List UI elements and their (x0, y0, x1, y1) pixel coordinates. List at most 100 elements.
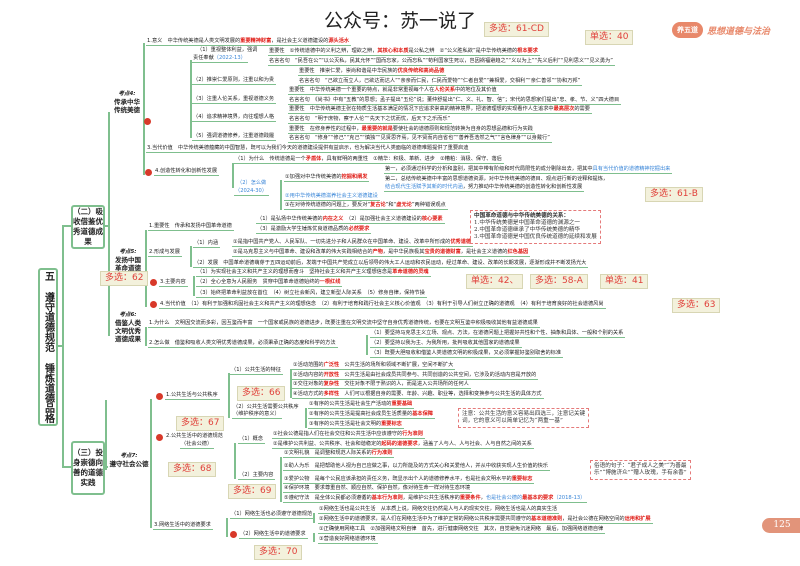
point-7: 考点7:遵守社会公德 (108, 452, 150, 468)
highlight-text: 开放性 (323, 372, 340, 378)
line-connotation-2: ②是马克思主义与中国革命、建设和改革的伟大实践相结合的产物，是中华民族极其宝贵的… (232, 249, 531, 257)
highlight-text: 重要条件 (459, 495, 481, 501)
text-segment: ④活动方式的 (293, 391, 324, 397)
highlight-text: 优秀道德 (450, 239, 472, 245)
connector (143, 43, 145, 175)
line-why: （1）为什么 传统道德是一个矛盾体，具有鲜明的两重性 ①精华：积极、革新、进步 … (234, 156, 504, 164)
point-4: 考点4:传承中华传统美德 (112, 90, 142, 114)
line-feature-4: ④活动方式的多样性 人们可以根据自身的需要、年龄、兴趣、职业等，选择和变换参与公… (292, 391, 544, 399)
logo-seal-icon: 养五道 (672, 22, 703, 38)
line-main-contents: （2）主要内容 (238, 472, 276, 480)
text-segment: ，是社会主义道德建设的 (271, 38, 329, 44)
text-segment: 中的地位及其价值 (455, 87, 497, 93)
exam-badge: 多选：61-CD (484, 22, 549, 37)
line-quotes: 名言名句 《尚书》中有“五教”的思想；孟子提出“五伦”说；董仲舒提出“仁、义、礼… (288, 97, 622, 105)
highlight-text: 优良传统和高尚品德 (397, 68, 445, 74)
line-main-content: 3.主要内容 (159, 279, 188, 287)
line-importance: 重要性 ①传统道德中的义利之辨，理欲之辨，其核心和本质是公私之辨 ②“公义胜私欲… (268, 48, 540, 56)
line-public-life: 1.公共生活与公共秩序 (165, 392, 220, 400)
text-segment: （3）注重人伦关系，重视道德义务 (193, 96, 275, 102)
line-quotes: 名言名句 “民吾在公”“以公灭私，民其允怀”“国而忘家，公而忘私”“苟利国家生死… (268, 58, 615, 66)
highlight-text: 虚无论 (396, 202, 412, 208)
line-features: （1）公共生活的特征 (230, 367, 283, 375)
exam-badge: 多选：67 (176, 416, 225, 431)
highlight-text: 挖掘和阐发 (341, 174, 368, 180)
text-segment: ①社会公德是指人们在社会交往和公共生活中应该遵守的 (273, 431, 403, 437)
line-feature-3: ③交往对象的复杂性 交往对象不限于熟识的人，而是进入公共场所的任何人 (292, 381, 471, 389)
key-point-icon (156, 393, 163, 400)
line-order-3: ③有序的公共生活是社会文明的重要标志 (308, 421, 404, 429)
connector (305, 408, 307, 428)
text-segment: 重要性 中华传统美德主张在物质生活基本满足的情况下应追求崇高的精神境界，把道德理… (289, 106, 554, 112)
line-excavate: ①加强对中华传统美德的挖掘和阐发 (284, 174, 370, 182)
text-segment: （2）全心全意为人民服务 贯穿中国革命道德始终的 (197, 279, 320, 285)
text-segment: （1）内涵 (194, 240, 219, 246)
key-point-icon (145, 169, 152, 176)
connector (62, 225, 72, 227)
chapter-root-box: 五 遵守道德规范 锤炼道德品格 (38, 268, 58, 426)
line-development: （2）发展 中国革命道德萌芽于五四运动前后，发端于中国共产党成立以后领导的伟大工… (193, 260, 589, 268)
line-contemporary-value: 3.当代价值 中华传统美德蕴藏的中国智慧，既可以为我们今天的道德建设提供有益启示… (146, 145, 471, 153)
text-segment: 名言名句 《尚书》中有“五教”的思想；孟子提出“五伦”说；董仲舒提出“仁、义、礼… (289, 97, 620, 103)
text-segment: ”和“ (385, 202, 397, 208)
text-segment: 第二，总结传统美德中丰富的思想道德资源，对中华传统美德的德目、观点进行新的诠释和… (385, 176, 609, 182)
page-title: 公众号：苏一说了 (323, 10, 476, 32)
highlight-text: 其核心和本质 (377, 48, 409, 54)
text-segment: ③爱护公物 是每个公民应该承担的责任义务，既显示出个人的道德修养水平，也是社会文… (284, 476, 512, 482)
highlight-text: 基本行为准则 (371, 495, 403, 501)
text-segment: ⑤遵纪守法 是全体公民都必须遵循的 (284, 495, 372, 501)
line-net-norms: （1）网络生活也必须遵守道德规范 (230, 511, 315, 519)
line-meaning: 1.意义 中华传统美德是人类文明发展的重要精神财富，是社会主义道德建设的源头活水 (146, 38, 352, 46)
exam-badge: 多选：58-A (530, 274, 588, 289)
line-spirit-1a: （1）重视整体利益，强调 (196, 47, 259, 54)
point-5: 考点5:发扬中国革命道德 (112, 248, 144, 272)
text-segment: ，努力推动中华传统美德的创造性转化和创新性发展 (462, 184, 583, 190)
highlight-text: 运用和扩展 (624, 516, 651, 522)
note-line: 3.中国革命道德是中国优良传统道德的延续和发展 (474, 234, 597, 240)
highlight-text: 重要标志 (381, 421, 402, 427)
text-segment: 是公私之辨 ②“公义胜私欲”是中华传统美德的 (408, 48, 518, 54)
text-segment: （1）是弘扬中华传统美德的 (257, 216, 323, 222)
point-label: 传承中华传统美德 (114, 98, 140, 114)
highlight-text: 人伦关系 (434, 87, 456, 93)
text-segment: （2）要坚持以我为主、为我所用，批判吸收其他国家的道德成果 (371, 340, 520, 346)
note-line: 1.中华传统美德是中国革命道德的渊源之一 (474, 220, 581, 226)
line-how-year: （2024-30） (234, 188, 270, 196)
highlight-text: 最重要的就是 (361, 126, 393, 132)
line-spirit-1b: 责任奉献（2022-13） (192, 55, 248, 63)
line-rev-importance: 1.重要性 传承和发扬中国革命道德 (148, 223, 234, 231)
note-line: 2.中国革命道德继承了中华传统美德的精华 (474, 227, 581, 233)
text-segment: （4）追求精神境界，向往理想人格 (193, 114, 275, 120)
connector (228, 373, 230, 418)
note-proverbs: 俗语的句子：“君子成人之美”“为善最 乐”“博施济众”“赠人玫瑰，手有余香” (590, 460, 691, 480)
highlight-text: 基本保障 (412, 411, 433, 417)
text-segment: ①网络生活也是公共生活 从本质上说，网络交往仍然是人与人的现实交往，网络生活也是… (319, 506, 558, 512)
connector (62, 225, 64, 467)
point-label: 遵守社会公德 (109, 460, 149, 468)
exam-badge: 多选：63 (672, 298, 721, 313)
line-net-req-1: ①正确使用网络工具 ②加强网络文明自律 首先，进行健康网络交往 其次，自觉避免沉… (318, 526, 606, 534)
blue-note-text: 结合现代生活赋予其新的时代内涵 (385, 184, 463, 190)
highlight-text: 宝贵的道德财富 (424, 249, 461, 255)
text-segment: ②是维护公共利益、公共秩序、社会和谐稳定的 (273, 441, 382, 447)
text-segment: ①有序的公共生活是社会生产活动的 (309, 401, 392, 407)
note-line: 乐”“博施济众”“赠人玫瑰，手有余香” (594, 470, 687, 476)
line-order-1: ①有序的公共生活是社会生产活动的重要基础 (308, 401, 415, 409)
highlight-text: 重要基础 (391, 401, 413, 407)
highlight-text: 重要标志 (511, 476, 533, 482)
highlight-text: 多样性 (323, 391, 340, 397)
text-segment: ，是维护公共生活秩序的 (402, 495, 460, 501)
line-spirit-5: （5）强调道德修养，注重道德践履 (192, 133, 277, 141)
exam-badge: 单选：40 (585, 30, 634, 45)
text-segment: ③有序的公共生活是社会文明的 (309, 421, 382, 427)
highlight-text: 行为准则 (371, 450, 393, 456)
highlight-text: 核心要素 (421, 216, 443, 222)
line-net-2: ②网络生活中的道德要求，是人们在网络生活中为了维护正常的网络公共秩序需要共同遵守… (318, 516, 653, 524)
text-segment: 重要性 在修身养性的过程中， (289, 126, 362, 132)
line-concept-1: ①社会公德是指人们在社会交往和公共生活中应该遵守的行为准则 (272, 431, 425, 439)
exam-badge: 多选：62 (100, 271, 149, 286)
line-second-a: 第二，总结传统美德中丰富的思想道德资源，对中华传统美德的德目、观点进行新的诠释和… (384, 176, 610, 183)
line-net-req-3: ③营造良好网络道德环境 (318, 536, 378, 544)
line-content-2: （2）全心全意为人民服务 贯穿中国革命道德始终的一根红线 (196, 279, 343, 287)
text-segment: ②网络生活中的道德要求，是人们在网络生活中为了维护正常的网络公共秩序需要共同遵守… (319, 516, 532, 522)
